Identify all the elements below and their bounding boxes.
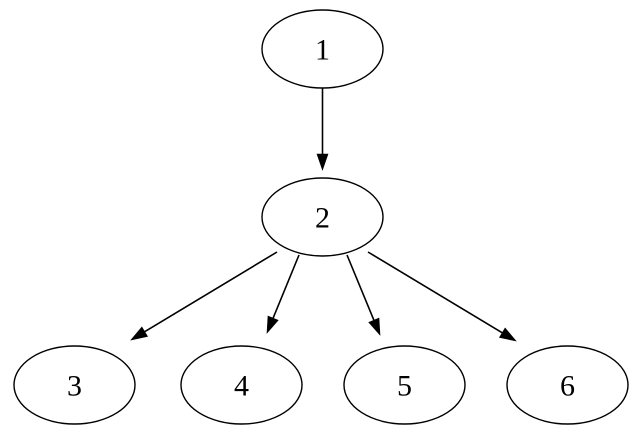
node-ellipse[interactable] (261, 9, 384, 89)
arrowhead-icon (316, 153, 329, 171)
graph-node-5[interactable]: 5 (343, 345, 466, 425)
node-ellipse[interactable] (180, 345, 303, 425)
node-label: 2 (315, 202, 330, 235)
graph-node-3[interactable]: 3 (13, 345, 136, 425)
node-ellipse[interactable] (13, 345, 136, 425)
graph-node-2[interactable]: 2 (261, 177, 384, 257)
node-ellipse[interactable] (506, 345, 629, 425)
edge-line (144, 251, 278, 333)
node-ellipse[interactable] (343, 345, 466, 425)
node-label: 1 (315, 34, 330, 67)
node-ellipse[interactable] (261, 177, 384, 257)
nodes-group: 1 2 3 4 5 6 (13, 9, 629, 425)
arrowhead-icon (368, 317, 381, 336)
arrowhead-icon (130, 326, 149, 341)
edge-2-to-4 (266, 254, 300, 334)
edge-line (346, 254, 375, 321)
arrowhead-icon (266, 315, 279, 334)
graph-node-1[interactable]: 1 (261, 9, 384, 89)
edge-line (272, 254, 300, 319)
edge-1-to-2 (316, 88, 329, 171)
node-label: 5 (397, 370, 412, 403)
graph-node-6[interactable]: 6 (506, 345, 629, 425)
node-label: 4 (234, 370, 249, 403)
edge-line (367, 251, 503, 334)
edges-group (130, 88, 517, 342)
node-label: 3 (67, 370, 82, 403)
edge-2-to-5 (346, 254, 381, 336)
graph-node-4[interactable]: 4 (180, 345, 303, 425)
node-label: 6 (560, 370, 575, 403)
edge-2-to-6 (367, 251, 517, 342)
edge-2-to-3 (130, 251, 278, 341)
arrowhead-icon (498, 327, 517, 342)
